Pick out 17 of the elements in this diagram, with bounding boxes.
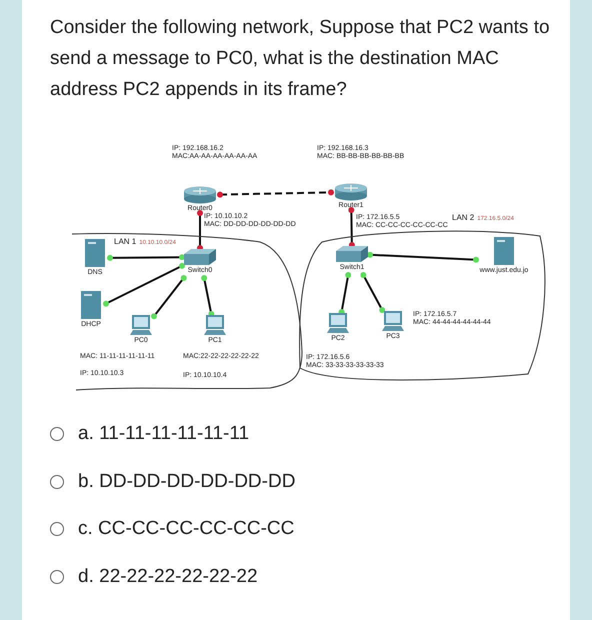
- network-cable: [151, 275, 187, 320]
- answer-option: b. DD-DD-DD-DD-DD-DD: [78, 470, 296, 492]
- network-cable: [103, 262, 185, 307]
- network-label: LAN 2: [452, 214, 474, 222]
- network-cable: [107, 254, 185, 261]
- network-cable: [338, 272, 352, 315]
- network-cable: [201, 275, 214, 317]
- answer-option: d. 22-22-22-22-22-22: [78, 566, 258, 588]
- network-cable: [217, 189, 334, 198]
- answer-option: a. 11-11-11-11-11-11: [78, 423, 250, 445]
- network-cable: [197, 210, 203, 251]
- network-cable: [348, 207, 355, 248]
- network-cable: [367, 252, 479, 263]
- network-label: LAN 1: [114, 238, 136, 246]
- question-text: Consider the following network, Suppose that PC2 wants to send a message to PC0, what is the destination MAC address PC2 appends in its frame?: [50, 16, 550, 102]
- answer-option: c. CC-CC-CC-CC-CC-CC: [78, 518, 294, 540]
- network-cable: [360, 272, 386, 313]
